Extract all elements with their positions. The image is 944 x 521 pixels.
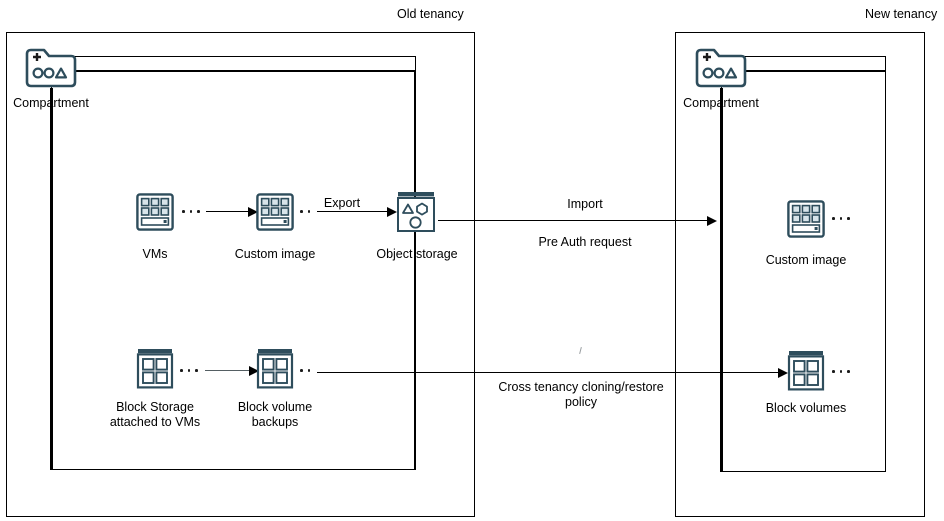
object-storage-label: Object storage: [376, 247, 458, 261]
import-edge-line: [438, 220, 713, 221]
dot: [832, 217, 835, 220]
block-storage-label: Block Storage attached to VMs: [109, 400, 201, 429]
export-edge-label: Export: [323, 196, 361, 210]
dot: [197, 210, 200, 213]
block-backups-icon: [256, 348, 294, 390]
clone-edge-arrowhead: [778, 367, 788, 378]
block-storage-icon: [136, 348, 174, 390]
new-compartment-top-edge: [746, 70, 886, 72]
clone-edge-label-below: Cross tenancy cloning/restore policy: [498, 380, 664, 409]
old-compartment-left-edge-lower: [51, 88, 53, 470]
dot: [839, 370, 843, 373]
stray-tick-artifact: [579, 346, 582, 355]
dot: [187, 369, 191, 372]
new-compartment-connector-horizontal: [745, 56, 886, 57]
vms-to-image-line: [206, 211, 250, 212]
old-tenancy-label: Old tenancy: [397, 7, 464, 21]
vms-to-image-dots: [182, 210, 200, 213]
image-to-object-dots: [300, 210, 311, 213]
new-compartment-label: Compartment: [683, 96, 759, 110]
dot: [189, 210, 193, 213]
dot: [832, 370, 835, 373]
old-compartment-top-edge: [76, 70, 416, 72]
new-compartment-folder-icon: [694, 46, 748, 90]
dot: [307, 369, 311, 372]
backups-to-cross-dots: [300, 369, 311, 372]
import-edge-label-below: Pre Auth request: [538, 235, 632, 249]
dot: [182, 210, 185, 213]
import-edge-arrowhead: [707, 215, 717, 226]
custom-image-new-dots: [832, 217, 850, 220]
new-compartment-left-vertical: [720, 88, 721, 472]
dot: [307, 210, 311, 213]
vms-to-image-arrowhead: [248, 206, 258, 217]
custom-image-new-label: Custom image: [765, 253, 847, 267]
dot: [847, 370, 850, 373]
old-compartment-left-vertical: [50, 88, 51, 470]
new-tenancy-label: New tenancy: [865, 7, 938, 21]
new-compartment-connector-vertical: [885, 56, 886, 472]
old-tenancy-boundary: [6, 32, 475, 517]
dot: [300, 369, 303, 372]
custom-image-label: Custom image: [234, 247, 316, 261]
custom-image-new-icon: [787, 200, 825, 238]
blockstorage-to-backups-line: [205, 370, 251, 371]
old-compartment-label: Compartment: [13, 96, 89, 110]
dot: [180, 369, 183, 372]
custom-image-icon: [256, 193, 294, 231]
image-to-object-line: [317, 211, 389, 212]
blockstorage-to-backups-dots: [180, 369, 198, 372]
block-volumes-new-icon: [787, 350, 825, 392]
import-edge-label-above: Import: [567, 197, 603, 211]
old-compartment-connector-vertical: [415, 56, 416, 470]
vms-icon: [136, 193, 174, 231]
new-compartment-left-edge-lower: [721, 88, 723, 472]
dot: [839, 217, 843, 220]
block-volumes-new-dots: [832, 370, 850, 373]
vms-label: VMs: [142, 247, 168, 261]
old-compartment-folder-icon: [24, 46, 78, 90]
dot: [195, 369, 198, 372]
object-storage-icon: [396, 190, 436, 234]
image-to-object-arrowhead: [387, 206, 397, 217]
new-tenancy-boundary: [675, 32, 925, 517]
dot: [300, 210, 303, 213]
old-compartment-connector-horizontal: [75, 56, 416, 57]
blockstorage-to-backups-arrowhead: [249, 365, 259, 376]
dot: [847, 217, 850, 220]
block-backups-label: Block volume backups: [237, 400, 313, 429]
block-volumes-new-label: Block volumes: [765, 401, 847, 415]
clone-edge-line: [317, 372, 783, 373]
